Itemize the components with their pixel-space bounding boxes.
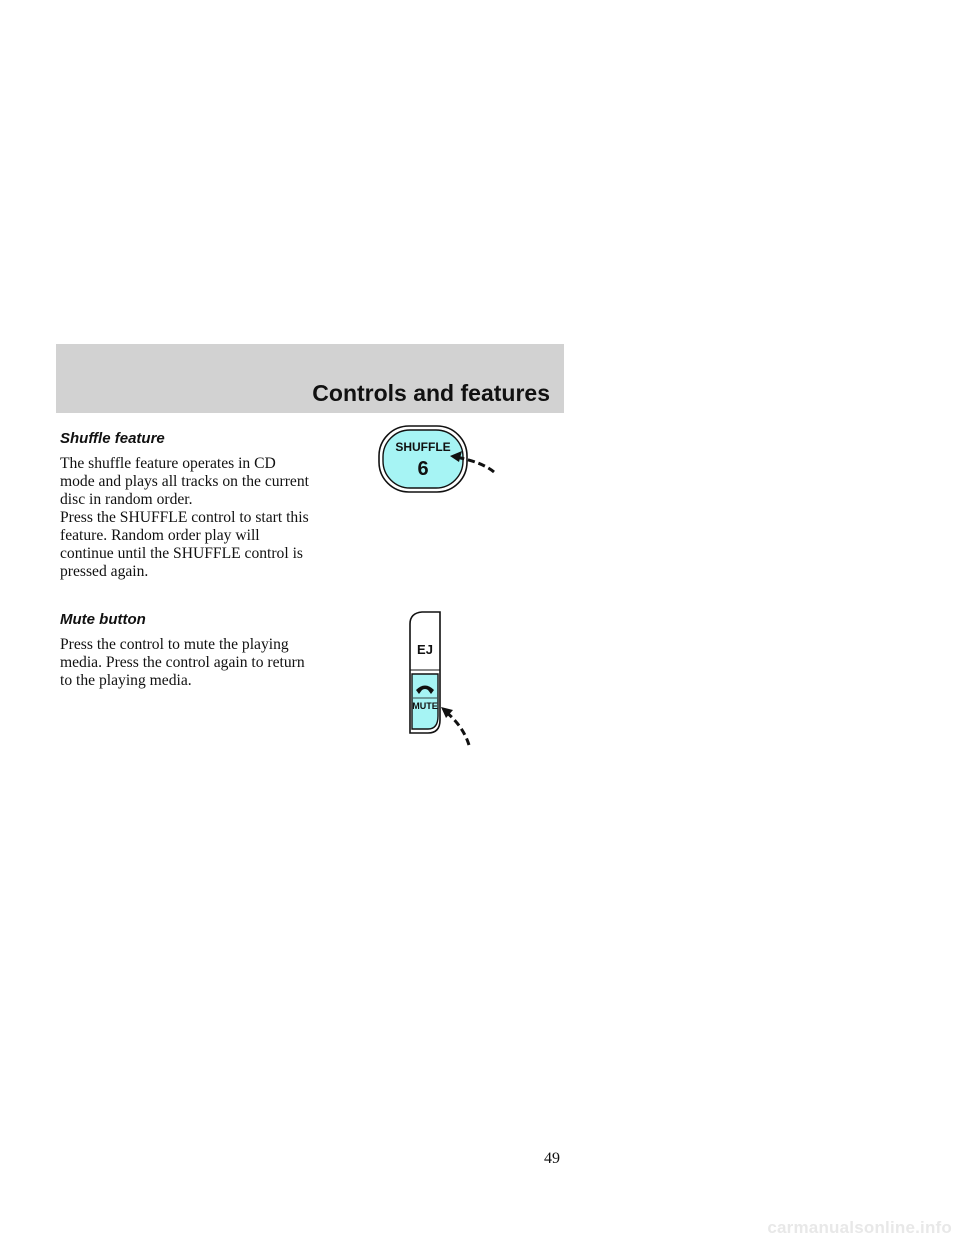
shuffle-paragraph-2: Press the SHUFFLE control to start this … <box>60 509 309 580</box>
shuffle-button-illustration: SHUFFLE 6 <box>378 425 495 493</box>
pointer-arrow-icon <box>450 451 495 474</box>
shuffle-button-label: SHUFFLE <box>395 440 450 454</box>
mute-label: MUTE <box>412 701 438 711</box>
mute-paragraph: Press the control to mute the playing me… <box>60 636 305 689</box>
page-number: 49 <box>544 1150 560 1167</box>
shuffle-heading: Shuffle feature <box>60 430 165 447</box>
mute-button[interactable] <box>411 673 439 730</box>
mute-button-illustration: EJ MUTE <box>409 611 471 746</box>
header-band: Controls and features <box>56 344 564 413</box>
mute-heading: Mute button <box>60 611 146 628</box>
shuffle-paragraph-1: The shuffle feature operates in CD mode … <box>60 455 309 508</box>
pointer-arrow-icon <box>441 707 471 746</box>
shuffle-button-number: 6 <box>417 458 428 480</box>
eject-label: EJ <box>417 642 433 657</box>
phone-handset-icon <box>416 685 434 694</box>
section-title: Controls and features <box>312 380 550 406</box>
watermark: carmanualsonline.info <box>767 1218 952 1237</box>
